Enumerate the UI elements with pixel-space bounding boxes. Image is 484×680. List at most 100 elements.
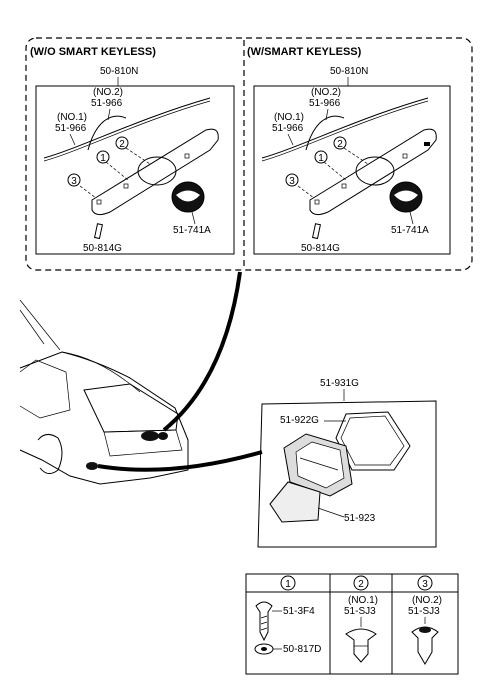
tailgate <box>103 429 183 457</box>
leader <box>125 147 151 165</box>
leader <box>19 299 61 351</box>
clip-part <box>93 223 103 240</box>
license-lamp-group: 51-931G 51-922G 51-923 <box>257 378 437 548</box>
col3-part-label: 51-SJ3 <box>408 606 440 617</box>
shape <box>402 153 408 159</box>
callout-3-label: 3 <box>71 176 77 187</box>
garnish-panel <box>309 128 437 216</box>
emblem-label: 51-741A <box>173 225 211 236</box>
table-header-2 <box>353 575 369 591</box>
panel-header: (W/O SMART KEYLESS) <box>30 46 156 58</box>
leader <box>323 161 347 181</box>
leader <box>317 507 345 518</box>
screw-part <box>255 601 273 642</box>
leader <box>297 185 315 199</box>
no1-label: (NO.1) <box>57 112 87 123</box>
panel-without-smart-keyless: (W/O SMART KEYLESS) 50-810N (NO.2) 51-96… <box>30 46 235 255</box>
callout-2 <box>115 136 129 150</box>
clip-no2-part <box>411 626 439 665</box>
leader <box>287 133 294 146</box>
clip-label: 50-814G <box>301 243 340 254</box>
callout-1 <box>314 150 328 164</box>
panel-header: (W/SMART KEYLESS) <box>247 46 362 58</box>
path <box>340 415 405 466</box>
leader <box>79 185 97 199</box>
path <box>394 190 418 202</box>
shape <box>341 183 347 189</box>
table-header-2-label: 2 <box>358 579 364 590</box>
callout-3 <box>285 173 299 187</box>
leader <box>105 161 129 181</box>
emblem-recess <box>355 156 395 186</box>
no1-part-label: 51-966 <box>272 123 304 134</box>
keyless-button <box>424 142 430 146</box>
moulding-strip-no2 <box>87 115 127 151</box>
table-header-3 <box>417 575 433 591</box>
fastener-table-frame <box>245 573 459 675</box>
path <box>61 351 141 393</box>
moulding-strip-no1 <box>261 97 429 159</box>
callout-1 <box>96 150 110 164</box>
callout-2-label: 2 <box>119 139 125 150</box>
garnish-panel <box>91 128 219 216</box>
no2-part-label: 51-966 <box>309 98 341 109</box>
no2-part-label: 51-966 <box>91 98 123 109</box>
table-header-1 <box>280 575 296 591</box>
assembly-label: 50-810N <box>330 66 368 77</box>
clip-part <box>311 223 321 240</box>
lamp-leader-line <box>97 450 263 472</box>
path <box>295 441 345 489</box>
leader <box>260 615 268 619</box>
no2-label: (NO.2) <box>311 87 341 98</box>
vehicle-illustration <box>19 299 189 485</box>
clip-no1-part <box>345 628 377 663</box>
rear-window <box>83 383 179 433</box>
shape <box>314 199 320 205</box>
gasket-label: 51-922G <box>280 415 319 426</box>
variant-group-outline <box>25 37 473 271</box>
lamp-assembly-label: 51-931G <box>320 378 359 389</box>
leader <box>260 621 268 625</box>
callout-1-label: 1 <box>318 153 324 164</box>
vehicle-body <box>19 351 189 485</box>
clip-label: 50-814G <box>83 243 122 254</box>
callout-2-label: 2 <box>337 139 343 150</box>
callout-3-label: 3 <box>289 176 295 187</box>
leader <box>69 133 76 146</box>
col1-part-b-label: 50-817D <box>283 644 321 655</box>
shape <box>184 153 190 159</box>
no2-label: (NO.2) <box>93 87 123 98</box>
callout-1-label: 1 <box>100 153 106 164</box>
assembly-box <box>253 85 451 255</box>
emblem-recess <box>137 156 177 186</box>
table-header-1-label: 1 <box>285 579 291 590</box>
leader <box>409 211 414 225</box>
path <box>43 100 211 162</box>
moulding-strip-no1 <box>43 97 211 159</box>
col2-note-label: (NO.1) <box>348 595 378 606</box>
side-window <box>19 359 71 419</box>
leader <box>260 627 268 631</box>
col1-part-a-label: 51-3F4 <box>283 606 315 617</box>
leader <box>343 147 369 165</box>
emblem-label: 51-741A <box>391 225 429 236</box>
callout-2 <box>333 136 347 150</box>
leader <box>299 457 339 471</box>
moulding-strip-no2 <box>305 115 345 151</box>
leader <box>191 211 196 225</box>
lamp-assembly-box <box>257 400 437 548</box>
lens-part <box>269 481 321 523</box>
shape <box>261 647 267 651</box>
license-lamp-location <box>86 462 98 470</box>
table-header-3-label: 3 <box>422 579 428 590</box>
lens-label: 51-923 <box>344 513 376 524</box>
col3-note-label: (NO.2) <box>412 595 442 606</box>
rear-wheel <box>37 434 63 474</box>
gasket-part <box>335 411 411 471</box>
shape <box>123 183 129 189</box>
no1-part-label: 51-966 <box>55 123 87 134</box>
shape <box>158 432 168 440</box>
panel-with-smart-keyless: (W/SMART KEYLESS) 50-810N (NO.2) 51-966 … <box>247 46 451 255</box>
shape <box>419 627 431 633</box>
